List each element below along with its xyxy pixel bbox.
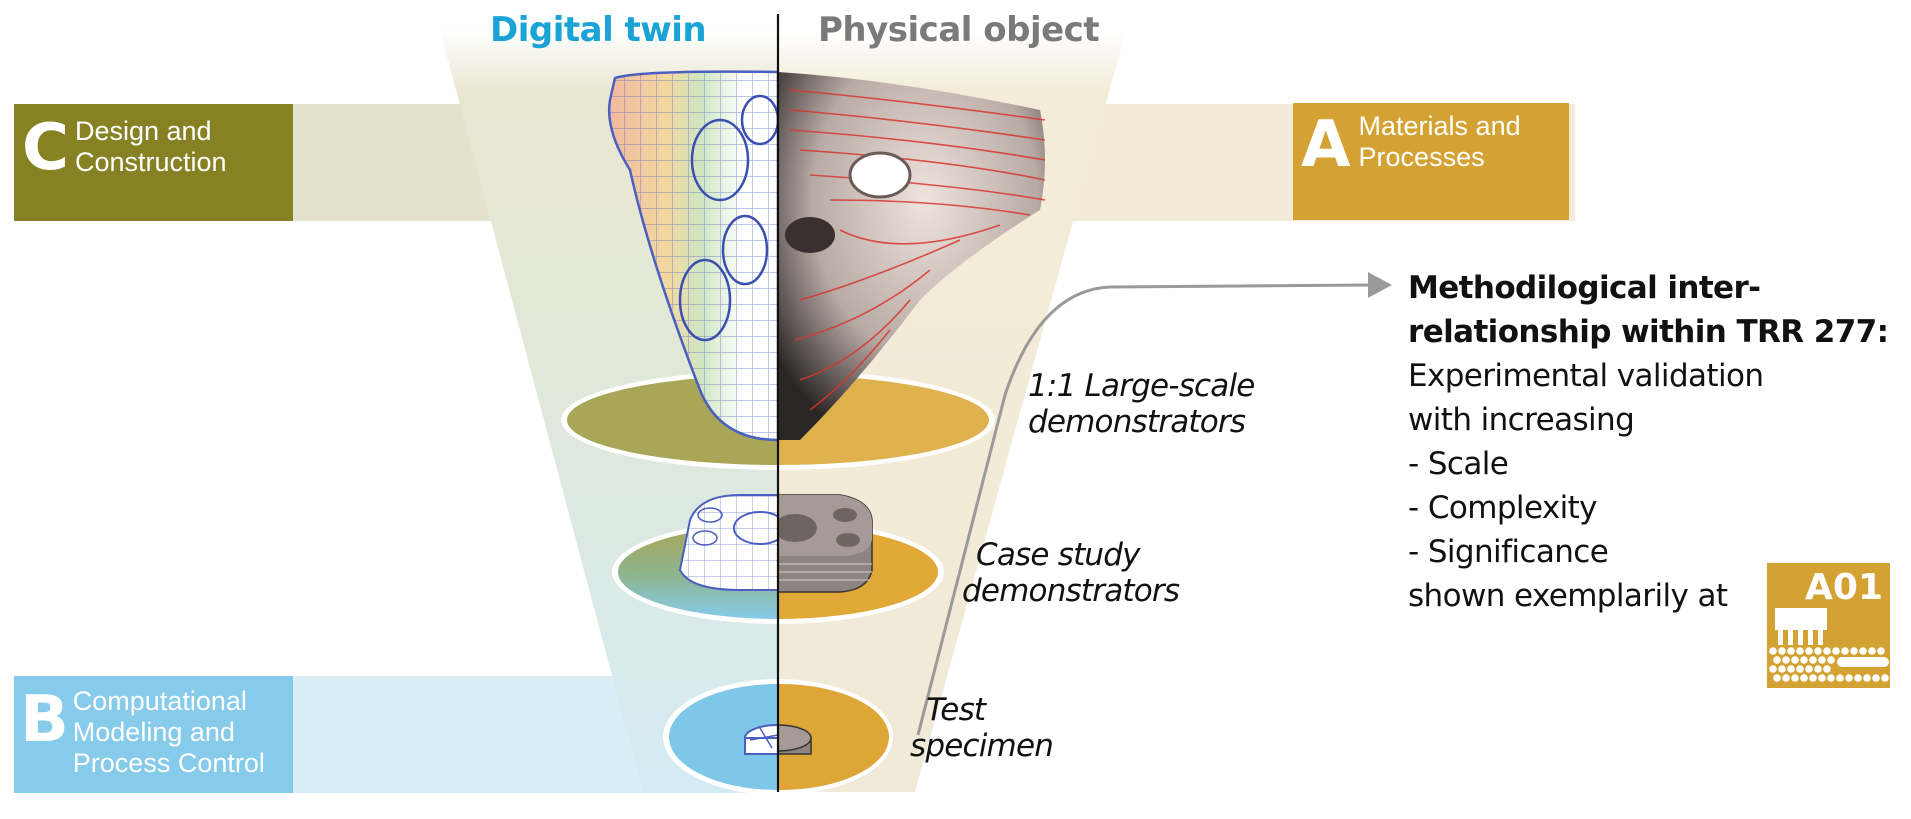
level-case-line1: Case study xyxy=(976,537,1141,573)
badge-dot xyxy=(1881,674,1889,682)
badge-dot xyxy=(1854,674,1862,682)
area-b-line1: Computational xyxy=(72,686,247,716)
badge-dot xyxy=(1863,674,1871,682)
area-c-line2: Construction xyxy=(74,147,227,177)
twin-test-specimen xyxy=(744,724,778,755)
description-line1: Experimental validation xyxy=(1408,358,1764,394)
badge-dot xyxy=(1800,656,1808,664)
badge-dot xyxy=(1872,674,1880,682)
area-a-line1: Materials and xyxy=(1358,111,1521,141)
description-line2: with increasing xyxy=(1408,402,1635,438)
badge-dot xyxy=(1818,656,1826,664)
badge-dot xyxy=(1809,656,1817,664)
badge-dot xyxy=(1814,665,1822,673)
physical-test-specimen xyxy=(778,724,812,755)
arrow-head-icon xyxy=(1368,272,1392,298)
description-line-last: shown exemplarily at xyxy=(1408,578,1728,614)
level-test-line2: specimen xyxy=(910,728,1054,764)
physical-case-study xyxy=(778,494,873,593)
badge-dot xyxy=(1769,647,1777,655)
badge-dot xyxy=(1845,674,1853,682)
description-bullet-complexity: - Complexity xyxy=(1408,490,1598,526)
badge-dot xyxy=(1827,656,1835,664)
description-title-line2: relationship within TRR 277: xyxy=(1408,314,1889,350)
description-bullet-scale: - Scale xyxy=(1408,446,1509,482)
badge-dot xyxy=(1800,674,1808,682)
level-label-large-scale: 1:1 Large-scale demonstrators xyxy=(1028,368,1255,440)
description-block: Methodilogical inter- relationship withi… xyxy=(1408,266,1889,618)
level-label-case-study: Case study demonstrators xyxy=(962,537,1180,609)
badge-dot xyxy=(1796,647,1804,655)
area-b-line3: Process Control xyxy=(72,748,265,778)
physical-object-large xyxy=(778,72,1046,440)
level-test-line1: Test xyxy=(926,692,986,728)
badge-dot xyxy=(1778,647,1786,655)
area-a-letter: A xyxy=(1301,108,1351,182)
area-a-line2: Processes xyxy=(1358,142,1485,172)
badge-dot xyxy=(1827,674,1835,682)
badge-dot xyxy=(1773,674,1781,682)
level-large-line2: demonstrators xyxy=(1028,404,1246,440)
twin-wireframe-large xyxy=(608,70,778,442)
badge-dot xyxy=(1841,647,1849,655)
badge-dot xyxy=(1805,647,1813,655)
progression-arrow xyxy=(916,283,1371,736)
badge-dot xyxy=(1823,665,1831,673)
badge-dot xyxy=(1836,674,1844,682)
badge-dot xyxy=(1877,647,1885,655)
badge-dot xyxy=(1823,647,1831,655)
level-label-test-specimen: Test specimen xyxy=(910,692,1054,764)
badge-dot xyxy=(1782,656,1790,664)
badge-dot xyxy=(1814,647,1822,655)
badge-dot xyxy=(1782,674,1790,682)
area-b-line2: Modeling and xyxy=(72,717,235,747)
area-a-box: A Materials and Processes xyxy=(1293,103,1569,220)
area-c-line1: Design and xyxy=(74,116,212,146)
badge-dot xyxy=(1805,665,1813,673)
a01-badge-label: A01 xyxy=(1805,567,1883,608)
twin-wireframe-case-study xyxy=(678,494,778,591)
area-b-box: B Computational Modeling and Process Con… xyxy=(14,676,293,793)
badge-dot xyxy=(1791,656,1799,664)
a01-badge: A01 xyxy=(1767,563,1890,688)
heading-digital-twin: Digital twin xyxy=(490,10,707,50)
badge-dot xyxy=(1787,665,1795,673)
area-b-letter: B xyxy=(20,683,69,757)
description-bullet-significance: - Significance xyxy=(1408,534,1609,570)
badge-dot xyxy=(1791,674,1799,682)
badge-dot xyxy=(1773,656,1781,664)
badge-dot xyxy=(1832,647,1840,655)
area-c-box: C Design and Construction xyxy=(14,104,293,221)
badge-dot xyxy=(1868,647,1876,655)
description-title-line1: Methodilogical inter- xyxy=(1408,270,1761,306)
badge-dot xyxy=(1850,647,1858,655)
level-case-line2: demonstrators xyxy=(962,573,1180,609)
badge-dot xyxy=(1787,647,1795,655)
badge-dot xyxy=(1809,674,1817,682)
heading-physical-object: Physical object xyxy=(818,10,1100,50)
badge-dot xyxy=(1769,665,1777,673)
badge-dot xyxy=(1778,665,1786,673)
badge-dot xyxy=(1796,665,1804,673)
badge-dot xyxy=(1818,674,1826,682)
badge-dot xyxy=(1859,647,1867,655)
a01-badge-icon: A01 xyxy=(1767,563,1890,688)
area-c-letter: C xyxy=(22,111,69,185)
level-large-line1: 1:1 Large-scale xyxy=(1028,368,1255,404)
